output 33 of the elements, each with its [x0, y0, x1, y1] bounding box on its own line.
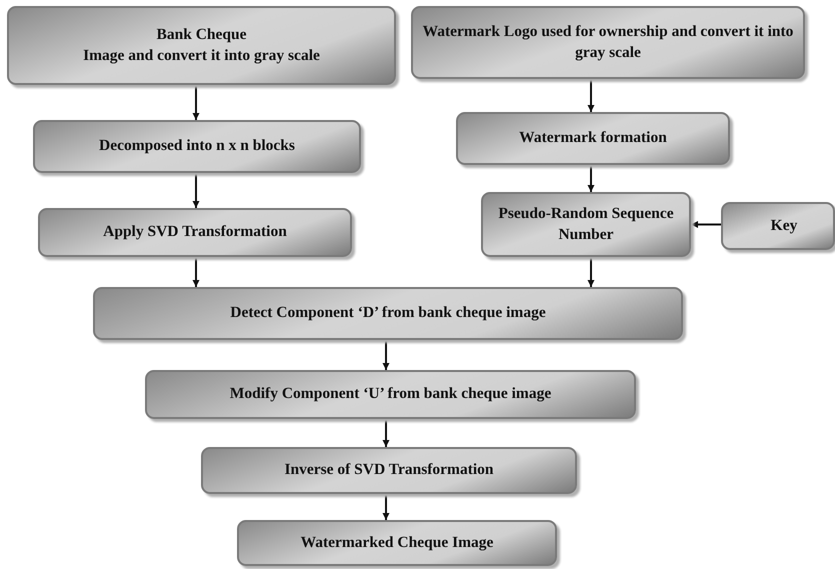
- process-box: [411, 6, 805, 79]
- box-label: Modify Component ‘U’ from bank cheque image: [230, 384, 552, 404]
- box-label: Pseudo-Random Sequence Number: [497, 204, 675, 244]
- process-box: [145, 370, 636, 419]
- box-label: Detect Component ‘D’ from bank cheque image: [230, 303, 546, 324]
- box-label: Decomposed into n x n blocks: [99, 136, 295, 156]
- process-box: [456, 112, 730, 165]
- process-box: [201, 447, 577, 494]
- arrow: [382, 419, 390, 447]
- box-label: Watermark Logo used for ownership and convert it into gray scale: [422, 22, 794, 62]
- process-box: [38, 208, 352, 257]
- arrow: [192, 257, 200, 287]
- arrow: [588, 257, 594, 287]
- process-box: [93, 287, 683, 340]
- box-label: Inverse of SVD Transformation: [284, 460, 494, 480]
- arrow: [691, 221, 721, 228]
- process-box: [237, 520, 557, 566]
- arrow: [192, 173, 200, 208]
- box-label: Apply SVD Transformation: [103, 222, 287, 242]
- box-label: Image and convert it into gray scale: [83, 46, 320, 66]
- arrow: [588, 165, 594, 192]
- arrow: [192, 85, 200, 120]
- process-box: [7, 6, 396, 85]
- arrow: [382, 494, 390, 520]
- arrow: [588, 79, 594, 112]
- box-label: Watermarked Cheque Image: [300, 532, 494, 553]
- process-box: [33, 120, 361, 173]
- arrow: [382, 340, 390, 370]
- process-box: [481, 192, 691, 257]
- box-label: Key: [770, 216, 798, 236]
- box-label: Bank Cheque: [156, 25, 247, 46]
- process-box: [721, 202, 835, 250]
- box-label: Watermark formation: [519, 128, 667, 148]
